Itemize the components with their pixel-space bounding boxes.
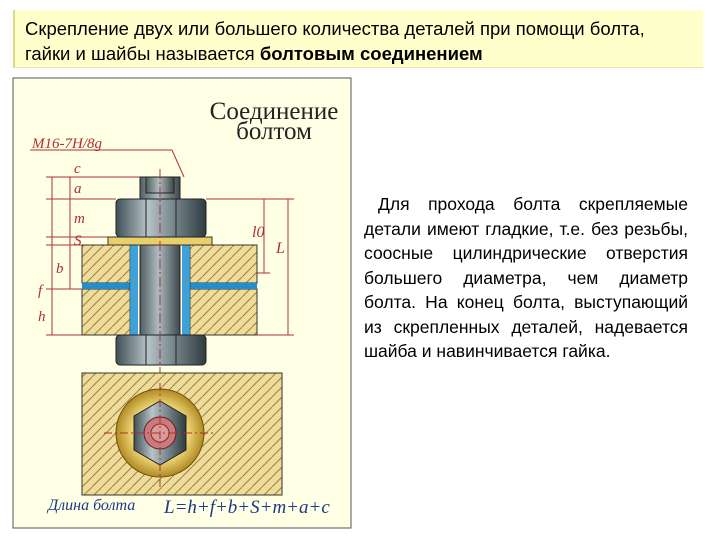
dim-S: S xyxy=(74,233,82,249)
thread-label: M16-7H/8g xyxy=(31,136,102,152)
right-dimensions xyxy=(206,198,294,336)
clearance-gap-right xyxy=(182,283,257,289)
header-text: Скрепление двух или большего количества … xyxy=(25,18,645,64)
header-banner: Скрепление двух или большего количества … xyxy=(13,10,703,68)
dim-L: L xyxy=(275,240,285,257)
formula-label: Длина болта xyxy=(46,497,135,514)
top-view xyxy=(81,372,283,496)
dim-l0: l0 xyxy=(252,224,264,241)
length-formula: L=h+f+b+S+m+a+c xyxy=(163,497,330,518)
dim-f: f xyxy=(38,283,44,299)
drawing-title-line2: болтом xyxy=(236,118,312,145)
header-bold-term: болтовым соединением xyxy=(259,43,483,64)
dim-a: a xyxy=(74,181,82,197)
bolt-connection-drawing: Соединение болтом M16-7H/8g xyxy=(12,77,352,529)
dim-h: h xyxy=(38,309,46,325)
dim-m: m xyxy=(74,211,85,227)
clearance-gap-left xyxy=(82,283,137,289)
dim-c: c xyxy=(74,161,81,177)
body-paragraph: Для прохода болта скрепляемые детали име… xyxy=(364,194,688,361)
drawing-title-line1: Соединение xyxy=(210,98,339,125)
bolt-head xyxy=(115,334,207,366)
dim-b: b xyxy=(56,261,64,277)
nut xyxy=(115,198,207,238)
left-dimensions xyxy=(46,176,140,336)
